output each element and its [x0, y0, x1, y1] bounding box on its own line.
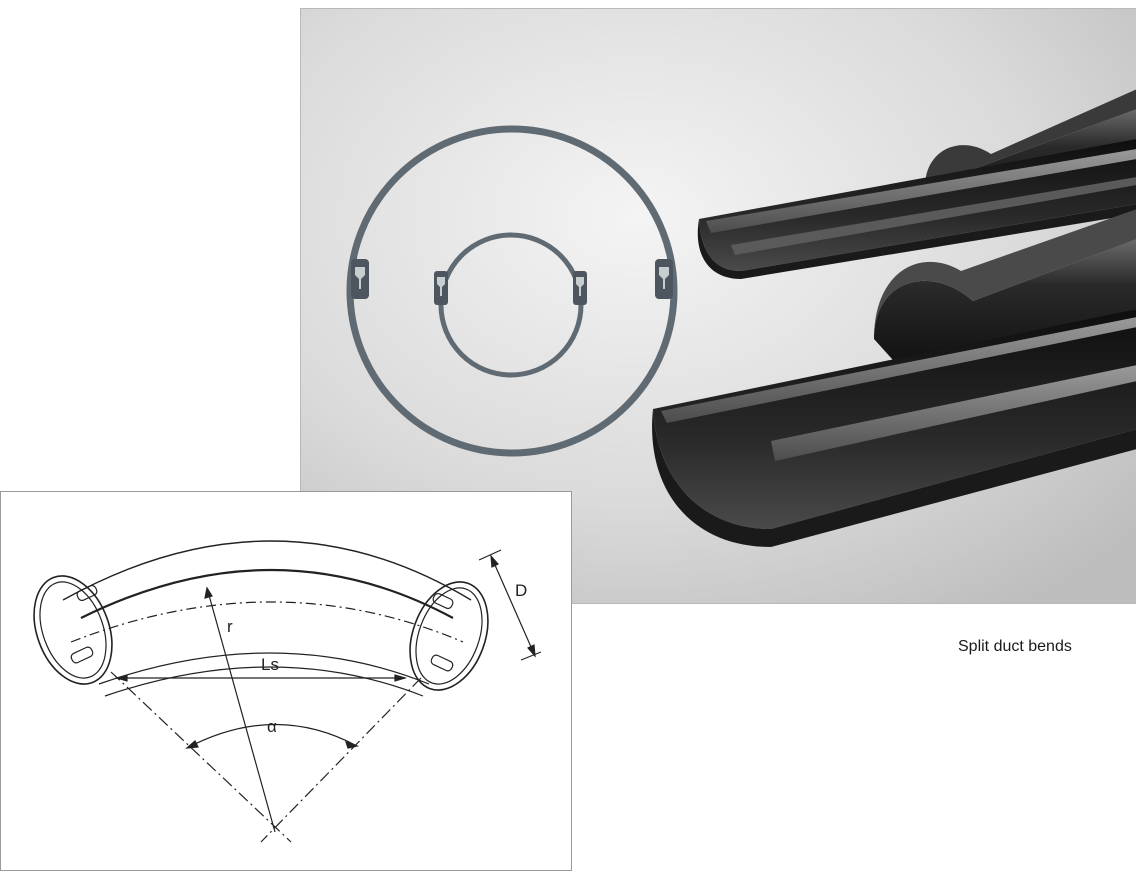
left-end-ellipse	[33, 575, 113, 685]
large-ring-cross-section	[346, 125, 678, 457]
angle-arc	[186, 723, 358, 749]
lower-split-duct	[652, 209, 1136, 547]
radius-line	[206, 587, 276, 833]
figure-caption: Split duct bends	[958, 638, 1072, 655]
radius-label: r	[227, 617, 233, 636]
outer-arc	[62, 540, 472, 601]
right-end-ellipse	[409, 581, 489, 691]
upper-split-duct	[697, 89, 1136, 279]
angle-label: α	[267, 717, 277, 736]
diameter-dimension-line	[490, 555, 536, 657]
straight-length-label: Ls	[261, 655, 279, 674]
product-photo	[300, 8, 1136, 604]
small-ring-cross-section	[434, 232, 587, 378]
bend-technical-drawing: r D Ls α	[0, 491, 572, 871]
diameter-label: D	[515, 581, 527, 600]
inner-arc	[98, 652, 430, 685]
